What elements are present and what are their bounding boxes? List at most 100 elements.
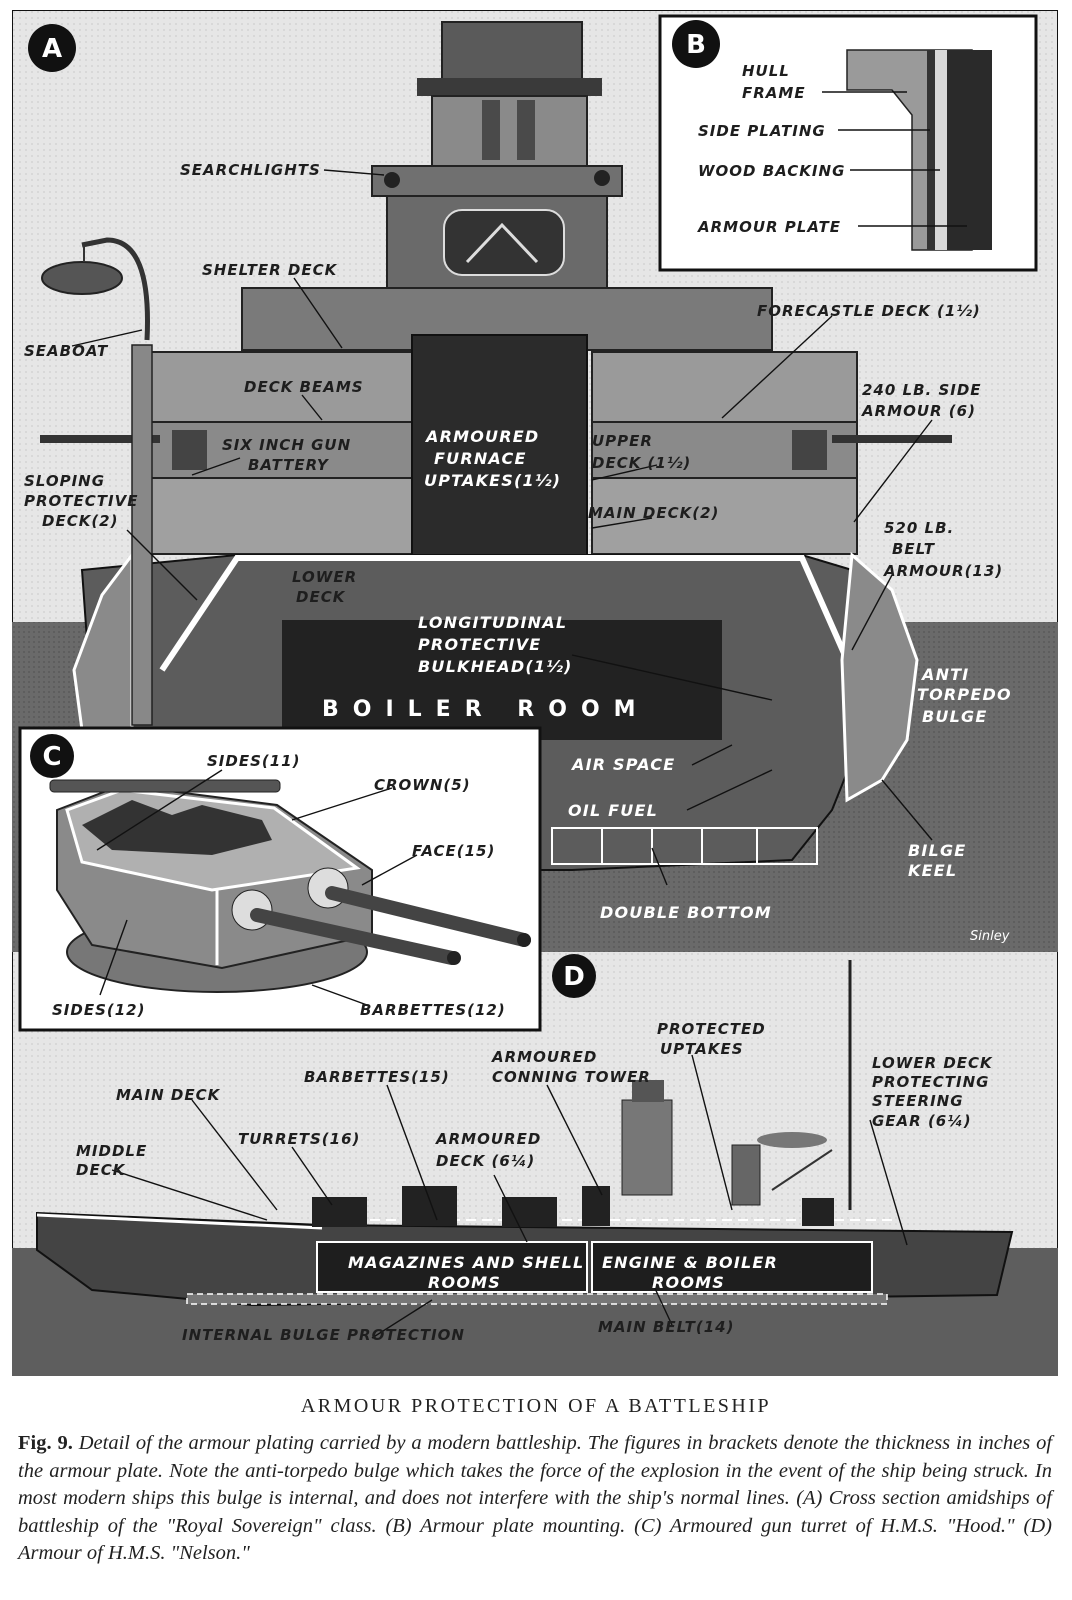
label-double-bottom: DOUBLE BOTTOM (600, 903, 772, 922)
caption-body: Fig. 9. Detail of the armour plating car… (18, 1430, 1052, 1568)
label-uptakes-1: ARMOURED (424, 427, 539, 446)
label-middle-2: DECK (76, 1161, 126, 1179)
label-protected-2: UPTAKES (660, 1040, 744, 1058)
nelson-turrets (312, 1186, 834, 1227)
label-conning-2: CONNING TOWER (492, 1068, 651, 1086)
label-side-plating: SIDE PLATING (698, 122, 826, 140)
label-lower-deck-1: LOWER (292, 568, 357, 586)
label-shelter-deck: SHELTER DECK (202, 261, 338, 279)
rangefinder (49, 779, 281, 793)
label-searchlights: SEARCHLIGHTS (180, 161, 321, 179)
label-lower-deck-4: GEAR (6¼) (872, 1112, 972, 1130)
seaboat (41, 261, 123, 295)
label-sloping-1: SLOPING (24, 472, 105, 490)
panel-a-leaders (71, 169, 933, 886)
boiler-room-area (282, 620, 722, 740)
label-sides-top: SIDES(11) (207, 752, 300, 770)
badge-d (552, 954, 596, 998)
label-six-inch-1: SIX INCH GUN (222, 436, 351, 454)
label-sloping-3: DECK(2) (42, 512, 118, 530)
label-uptakes-2: FURNACE (434, 449, 527, 468)
side-plating-strip (927, 50, 935, 250)
label-anti-1: ANTI (920, 665, 969, 684)
bridge-tower (371, 21, 623, 307)
panel-d-leaders (111, 1054, 908, 1339)
label-magazines-2: ROOMS (428, 1273, 501, 1292)
label-bulkhead-1: LONGITUDINAL (418, 613, 567, 632)
label-lower-deck-3: STEERING (872, 1092, 964, 1110)
label-sloping-2: PROTECTIVE (24, 492, 138, 510)
label-air-space: AIR SPACE (570, 755, 675, 774)
label-armoured-deck-1: ARMOURED (435, 1130, 541, 1148)
label-belt-1: 520 LB. (884, 519, 954, 537)
engine-band (591, 1241, 873, 1293)
label-anti-3: BULGE (922, 707, 987, 726)
label-face: FACE(15) (412, 842, 495, 860)
bulge-right (840, 551, 919, 803)
label-anti-2: TORPEDO (917, 685, 1012, 704)
double-bottom (551, 827, 818, 865)
badge-c (30, 734, 74, 778)
label-wood-backing: WOOD BACKING (698, 162, 845, 180)
label-six-inch-2: BATTERY (248, 456, 330, 474)
label-upper-deck-1: UPPER (592, 432, 653, 450)
label-hull-2: FRAME (742, 84, 806, 102)
label-seaboat: SEABOAT (24, 342, 109, 360)
magazine-band (316, 1241, 588, 1293)
panel-b: B HULL FRAME SIDE PLATING WOOD BACKING A… (658, 14, 1038, 272)
label-boiler-room: BOILER ROOM (322, 697, 650, 722)
figure-number: Fig. 9. (18, 1432, 73, 1454)
label-crown: CROWN(5) (374, 776, 471, 794)
label-lower-deck-2: PROTECTING (872, 1073, 989, 1091)
label-main-belt: MAIN BELT(14) (598, 1318, 734, 1336)
badge-a (28, 24, 76, 72)
badge-b (672, 20, 720, 68)
panel-c-leaders (96, 769, 418, 1006)
badge-d-letter: D (563, 962, 585, 992)
armour-plate-strip (947, 50, 992, 250)
label-bilge-1: BILGE (908, 841, 966, 860)
caption-text: Detail of the armour plating carried by … (18, 1432, 1053, 1564)
label-bilge-2: KEEL (908, 861, 957, 880)
label-conning-1: ARMOURED (491, 1048, 597, 1066)
label-middle-1: MIDDLE (76, 1142, 147, 1160)
illustration-plate: A SEARCHLIGHTS SHELTER DECK SEABOAT DECK… (12, 10, 1058, 1376)
label-barbettes-d: BARBETTES(15) (304, 1068, 450, 1086)
label-lower-deck-1: LOWER DECK (872, 1054, 993, 1072)
label-internal-bulge: INTERNAL BULGE PROTECTION (182, 1326, 465, 1344)
panel-b-leaders (822, 91, 967, 227)
label-engine-1: ENGINE & BOILER (602, 1253, 778, 1272)
badge-c-letter: C (42, 742, 61, 772)
label-barbettes: BARBETTES(12) (360, 1001, 506, 1019)
label-belt-3: ARMOUR(13) (883, 562, 1003, 580)
caption-title: ARMOUR PROTECTION OF A BATTLESHIP (300, 1395, 772, 1417)
label-protected-1: PROTECTED (657, 1020, 766, 1038)
label-bulkhead-3: BULKHEAD(1½) (418, 657, 573, 676)
label-deck-beams: DECK BEAMS (244, 378, 364, 396)
wood-backing-strip (935, 50, 947, 250)
label-turrets: TURRETS(16) (238, 1130, 360, 1148)
label-bulkhead-2: PROTECTIVE (418, 635, 541, 654)
badge-a-letter: A (42, 34, 62, 64)
label-oil-fuel: OIL FUEL (568, 801, 658, 820)
label-belt-2: BELT (892, 540, 936, 558)
label-sides-bottom: SIDES(12) (52, 1001, 145, 1019)
panel-c: C SIDES(11) CROWN(5) FACE(15) SIDES(12) … (18, 726, 542, 1032)
label-upper-deck-2: DECK (1½) (592, 454, 691, 472)
label-hull-1: HULL (742, 62, 790, 80)
label-armoured-deck-2: DECK (6¼) (436, 1152, 535, 1170)
label-armour-plate: ARMOUR PLATE (697, 218, 841, 236)
panel-d: D PROTECTED UPTAKES ARMOURED CONNING TOW… (12, 954, 1058, 1376)
main-belt-band (186, 1293, 888, 1305)
davit (81, 237, 150, 341)
badge-b-letter: B (686, 30, 706, 60)
label-main-deck: MAIN DECK(2) (588, 504, 719, 522)
label-uptakes-3: UPTAKES(1½) (424, 471, 561, 490)
label-magazines-1: MAGAZINES AND SHELL (348, 1253, 584, 1272)
turret-guns (231, 867, 531, 965)
label-side-armour-2: ARMOUR (6) (861, 402, 976, 420)
artist-signature: Sinley (970, 929, 1010, 944)
label-main-deck-d: MAIN DECK (116, 1086, 221, 1104)
label-forecastle: FORECASTLE DECK (1½) (757, 302, 981, 320)
label-engine-2: ROOMS (652, 1273, 725, 1292)
